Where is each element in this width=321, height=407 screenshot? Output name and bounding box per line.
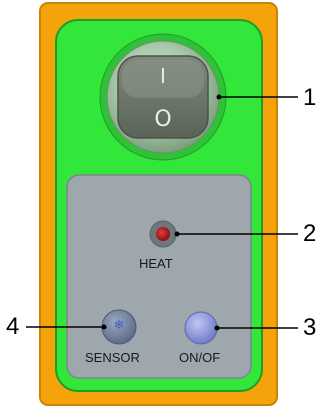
- callout-1: 1: [303, 84, 317, 111]
- callout-4-dot: [101, 324, 107, 330]
- on-off-label: ON/OF: [179, 350, 221, 365]
- callout-3-dot: [214, 325, 220, 331]
- callout-2-dot: [174, 231, 180, 237]
- switch-off-mark: O: [154, 107, 172, 132]
- callout-1-dot: [216, 94, 222, 100]
- snowflake-icon: ❄: [113, 318, 125, 333]
- callout-3: 3: [303, 314, 317, 341]
- heat-label: HEAT: [139, 256, 173, 271]
- control-plate: [66, 174, 252, 379]
- sensor-label: SENSOR: [85, 350, 140, 365]
- rocker-switch[interactable]: [99, 33, 227, 161]
- switch-on-mark: I: [160, 64, 166, 88]
- on-off-button[interactable]: [184, 311, 218, 345]
- heat-led: [149, 220, 177, 248]
- callout-4: 4: [6, 313, 20, 340]
- callout-2: 2: [303, 220, 317, 247]
